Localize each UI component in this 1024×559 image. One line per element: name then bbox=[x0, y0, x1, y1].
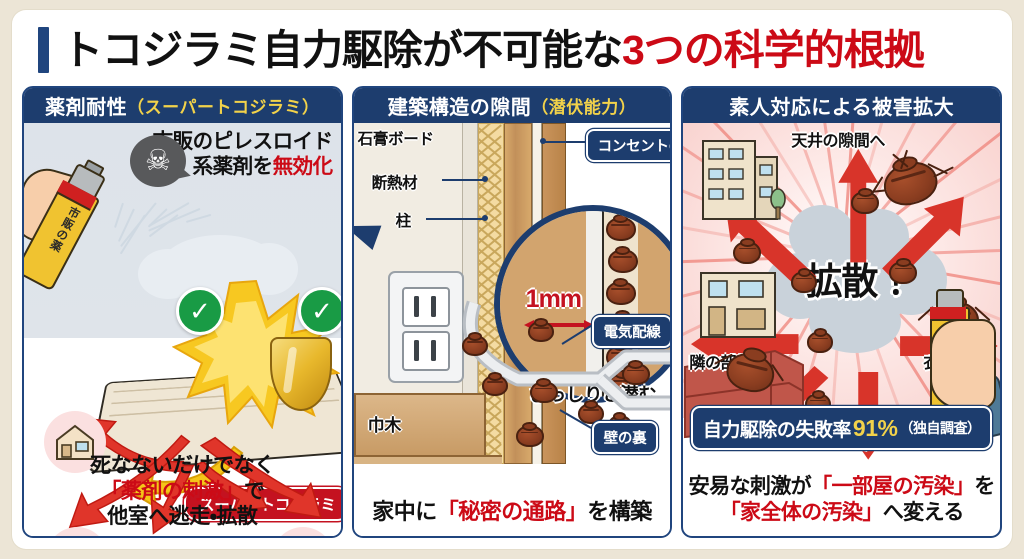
bedbug-icon-wire-7 bbox=[621, 359, 650, 385]
failure-rate-banner: 自力駆除の失敗率 91% （独自調査） bbox=[691, 406, 993, 450]
title-text: トコジラミ自力駆除が不可能な3つの科学的根拠 bbox=[62, 26, 925, 73]
apartment-building-icon bbox=[695, 135, 787, 227]
label-baseboard: 巾木 bbox=[367, 416, 402, 435]
bedbug-icon-p3-4 bbox=[733, 237, 762, 264]
leader-dot-outlet bbox=[539, 138, 546, 144]
headline-line-2a: 系薬剤を bbox=[192, 155, 274, 178]
stat-prefix: 自力駆除の失敗率 bbox=[702, 419, 852, 441]
spray-cloud bbox=[138, 235, 298, 301]
panel-2-subtitle: （潜伏能力） bbox=[531, 98, 637, 117]
conclusion-3-line2: 「家全体の汚染」へ変える bbox=[683, 500, 1000, 526]
spray-stripe-3 bbox=[930, 307, 967, 321]
conclusion-3c: へ変える bbox=[882, 500, 965, 524]
leader-dot-insulation bbox=[481, 176, 488, 182]
conclusion-line-2-red: 「薬剤の刺激」 bbox=[100, 479, 244, 503]
conclusion-3a: 安易な刺激が bbox=[688, 474, 812, 498]
bedbug-icon-wire-1 bbox=[461, 332, 488, 356]
headline-line-1: 市販のピレスロイド bbox=[152, 130, 334, 153]
panel-3-title: 素人対応による被害拡大 bbox=[729, 97, 955, 119]
panel-1-title: 薬剤耐性 bbox=[45, 97, 128, 119]
panel-1-subtitle: （スーパートコジラミ） bbox=[127, 98, 320, 117]
panel-amateur-response: 素人対応による被害拡大 拡散！ bbox=[681, 86, 1003, 538]
pill-outlet-back: コンセントの裏側 bbox=[585, 129, 671, 162]
conclusion-3-red1: 「一部屋の汚染」 bbox=[811, 474, 975, 498]
hand-icon-3 bbox=[930, 319, 997, 409]
bedbug-icon-p3-3 bbox=[851, 187, 880, 214]
panel-building-gaps: 建築構造の隙間（潜伏能力） 石膏ボード 断熱材 柱 bbox=[351, 86, 673, 538]
headline-line-2: 系薬剤を無効化 bbox=[128, 154, 334, 179]
panel-2-title: 建築構造の隙間 bbox=[387, 97, 532, 119]
check-icon-left: ✓ bbox=[176, 287, 224, 335]
floor-graphic bbox=[353, 455, 502, 464]
panel-2-conclusion: 家中に「秘密の通路」を構築 bbox=[354, 494, 671, 526]
conclusion-line-2-suffix: で bbox=[243, 479, 265, 503]
stat-value: 91% bbox=[852, 414, 898, 441]
conclusion-3b: を bbox=[974, 474, 995, 498]
panel-1-header: 薬剤耐性（スーパートコジラミ） bbox=[24, 88, 341, 123]
stat-source: （独自調査） bbox=[899, 420, 981, 436]
title-accent: 3つの科学的根拠 bbox=[622, 26, 925, 73]
conclusion-2a: 家中に bbox=[372, 499, 437, 524]
panel-2-body: 石膏ボード 断熱材 柱 コンセントの裏側 bbox=[353, 123, 671, 536]
bedbug-icon-wire-5 bbox=[515, 421, 544, 447]
label-ceiling-gap: 天井の隙間へ bbox=[791, 133, 885, 150]
conclusion-3-red2: 「家全体の汚染」 bbox=[719, 500, 884, 524]
bedbug-icon-p3-6 bbox=[889, 257, 918, 284]
conclusion-line-2: 「薬剤の刺激」で bbox=[24, 479, 341, 505]
measure-arrow bbox=[523, 320, 594, 330]
panel-3-conclusion: 安易な刺激が「一部屋の汚染」を 「家全体の汚染」へ変える bbox=[683, 474, 1000, 526]
panel-2-header: 建築構造の隙間（潜伏能力） bbox=[353, 88, 671, 123]
panel-container: 薬剤耐性（スーパートコジラミ） 市販のピレスロイド 系薬剤を無効化 ☠ bbox=[22, 86, 1003, 538]
magnifier-wood-left bbox=[499, 211, 586, 397]
leader-line-outlet bbox=[543, 141, 586, 143]
house-icon bbox=[695, 265, 783, 343]
conclusion-3-line1: 安易な刺激が「一部屋の汚染」を bbox=[683, 474, 1000, 500]
conclusion-2-red: 「秘密の通路」 bbox=[436, 499, 588, 524]
home-icon-2 bbox=[46, 527, 108, 536]
label-gypsum-board: 石膏ボード bbox=[357, 131, 434, 148]
conclusion-2b: を構築 bbox=[587, 499, 652, 524]
outlet-socket-top bbox=[401, 287, 450, 327]
outlet-socket-bottom bbox=[401, 331, 450, 371]
leader-line-insulation bbox=[441, 179, 484, 181]
pill-behind-wall: 壁の裏 bbox=[591, 421, 659, 454]
title-main: トコジラミ自力駆除が不可能な bbox=[62, 26, 623, 73]
skull-icon: ☠ bbox=[130, 135, 186, 187]
conclusion-line-3: 他室へ逃走・拡散 bbox=[107, 505, 258, 529]
leader-dot-pillar bbox=[481, 215, 488, 221]
conclusion-line-1: 死なないだけでなく bbox=[90, 454, 275, 478]
bedbug-icon-wire-4 bbox=[527, 318, 554, 342]
bedbug-icon-wire-3 bbox=[529, 377, 558, 403]
bedbug-icon-p3-7 bbox=[807, 327, 834, 353]
headline-line-2b: 無効化 bbox=[272, 155, 334, 178]
panel-3-header: 素人対応による被害拡大 bbox=[683, 88, 1001, 123]
bedbug-icon-wire-6 bbox=[577, 400, 604, 424]
panel-drug-resistance: 薬剤耐性（スーパートコジラミ） 市販のピレスロイド 系薬剤を無効化 ☠ bbox=[22, 86, 343, 538]
panel-3-body: 拡散！ bbox=[683, 123, 1001, 536]
label-insulation: 断熱材 bbox=[371, 175, 418, 192]
panel-1-headline: 市販のピレスロイド 系薬剤を無効化 bbox=[128, 129, 334, 179]
panel-1-conclusion: 死なないだけでなく 「薬剤の刺激」で 他室へ逃走・拡散 bbox=[24, 453, 341, 530]
bedbug-icon-p3-5 bbox=[791, 267, 818, 293]
pill-electrical-wiring: 電気配線 bbox=[591, 315, 671, 348]
bedbug-icon-wire-2 bbox=[481, 372, 508, 396]
magnifier-white-strip bbox=[585, 211, 602, 397]
title-accent-bar bbox=[38, 27, 49, 73]
home-icon-3 bbox=[272, 527, 334, 536]
label-pillar: 柱 bbox=[395, 213, 412, 230]
check-icon-right: ✓ bbox=[298, 287, 341, 335]
measure-label-1mm: 1mm bbox=[525, 285, 582, 313]
infographic-poster: トコジラミ自力駆除が不可能な3つの科学的根拠 薬剤耐性（スーパートコジラミ） 市… bbox=[12, 10, 1012, 549]
panel-1-body: 市販のピレスロイド 系薬剤を無効化 ☠ 市販の薬 bbox=[24, 123, 341, 536]
page-title: トコジラミ自力駆除が不可能な3つの科学的根拠 bbox=[12, 16, 1012, 84]
home-icon-1 bbox=[44, 411, 106, 473]
leader-line-pillar bbox=[425, 218, 484, 220]
shield-icon bbox=[270, 337, 332, 411]
